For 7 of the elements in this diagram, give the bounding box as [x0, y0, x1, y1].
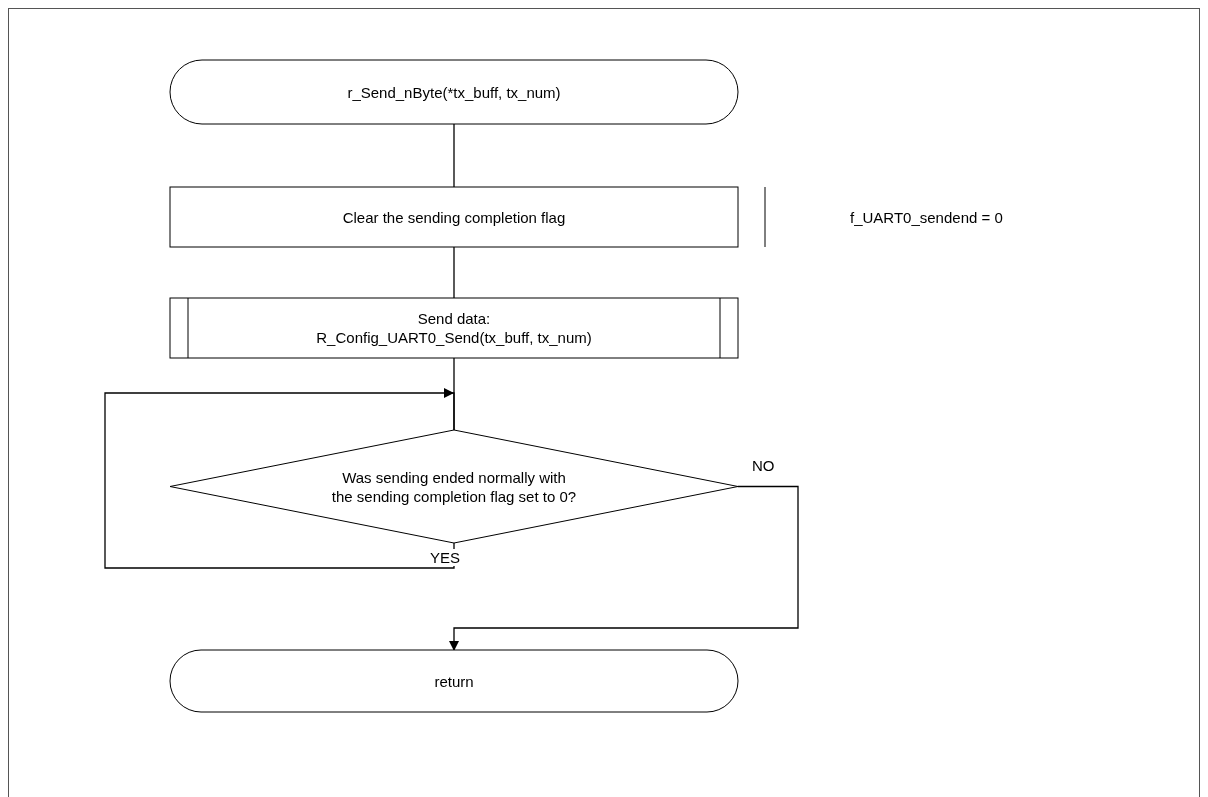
node-text: Clear the sending completion flag	[342, 207, 566, 227]
annotation-text: f_UART0_sendend = 0	[850, 209, 1003, 226]
node-text: Send data: R_Config_UART0_Send(tx_buff, tx_num)	[315, 309, 593, 347]
node-text: Was sending ended normally with the sending completion flag set to 0?	[330, 467, 578, 506]
node-text: return	[434, 671, 474, 691]
node-text: r_Send_nByte(*tx_buff, tx_num)	[347, 82, 561, 102]
edge-label: YES	[428, 549, 462, 566]
